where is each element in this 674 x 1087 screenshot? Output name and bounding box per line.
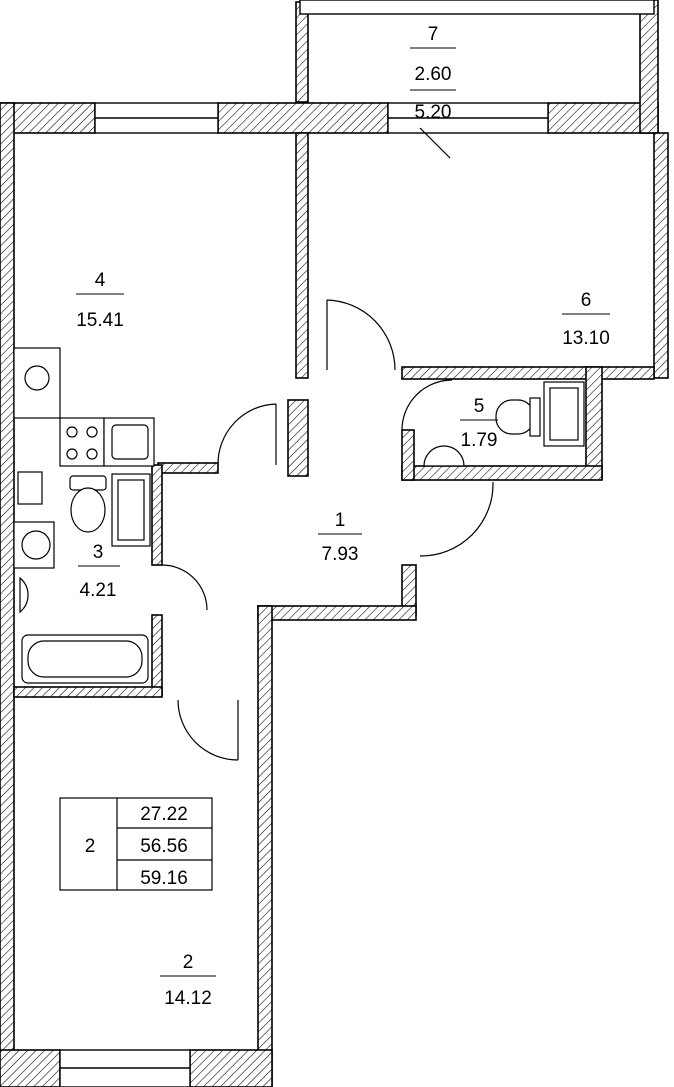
room-1-number: 1 (335, 510, 346, 531)
room-1-area: 7.93 (322, 544, 359, 565)
room-labels: 1 7.93 2 14.12 3 4.21 4 15.41 5 1.79 6 1… (76, 24, 610, 1009)
room-7-area: 2.60 (415, 64, 452, 85)
room-2-number: 2 (183, 952, 194, 973)
fixtures (13, 347, 585, 684)
room-4-number: 4 (95, 270, 106, 291)
area-summary-table: 2 27.22 56.56 59.16 (59, 797, 213, 891)
room-2-area: 14.12 (164, 988, 212, 1009)
living-area: 27.22 (140, 804, 188, 825)
door-swings (161, 127, 494, 761)
room-3-number: 3 (93, 542, 104, 563)
windows (59, 0, 655, 1087)
room-7-area-total: 5.20 (415, 102, 452, 123)
room-4-area: 15.41 (76, 310, 124, 331)
room-7-number: 7 (428, 24, 439, 45)
rooms-count: 2 (85, 836, 96, 857)
room-3-area: 4.21 (80, 580, 117, 601)
room-5-number: 5 (474, 396, 485, 417)
room-6-number: 6 (581, 290, 592, 311)
total-area-with-loggia: 59.16 (140, 868, 188, 889)
room-6-area: 13.10 (562, 328, 610, 349)
room-5-area: 1.79 (461, 430, 498, 451)
total-area: 56.56 (140, 836, 188, 857)
